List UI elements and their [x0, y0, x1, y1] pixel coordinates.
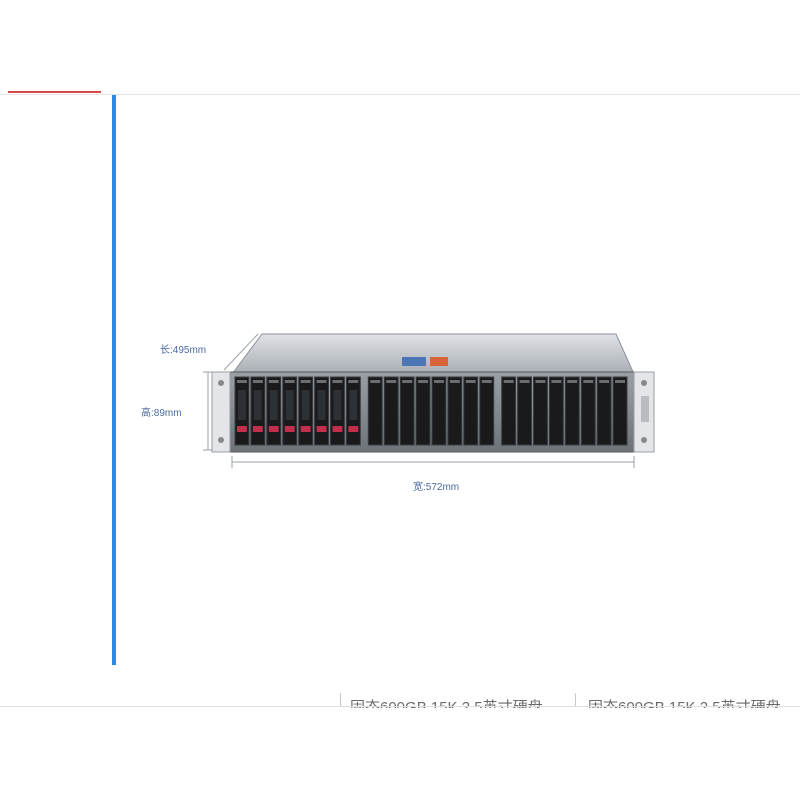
thumbnail-separator — [575, 693, 576, 707]
drive-bay-latch — [481, 380, 492, 383]
drive-bay-latch — [551, 380, 562, 383]
top-accent-line — [8, 91, 101, 93]
drive-bay-latch — [268, 380, 279, 383]
drive-bay — [447, 376, 463, 446]
drive-bay — [612, 376, 628, 446]
thumbnail-item-1[interactable]: 固态600GB 15K 2.5英寸硬盘 — [350, 699, 543, 708]
drive-bay — [399, 376, 415, 446]
drive-carrier — [285, 390, 294, 420]
drive-carrier — [269, 390, 278, 420]
drive-bay — [596, 376, 612, 446]
width-dimension-label: 宽:572mm — [413, 482, 460, 493]
drive-bay — [580, 376, 596, 446]
drive-bay-latch — [535, 380, 546, 383]
drive-bay — [564, 376, 580, 446]
drive-bay — [431, 376, 447, 446]
drive-bay — [415, 376, 431, 446]
drive-bay-latch — [503, 380, 514, 383]
drive-bay-latch — [386, 380, 397, 383]
drive-bay-latch — [599, 380, 610, 383]
drive-status-led — [332, 426, 343, 432]
length-dimension-label: 长:495mm — [160, 345, 207, 356]
drive-bay-latch — [567, 380, 578, 383]
drive-bay-latch — [615, 380, 625, 383]
drive-bay-latch — [418, 380, 428, 383]
drive-carrier — [349, 390, 358, 420]
drive-bay-latch — [402, 380, 413, 383]
drive-bay — [463, 376, 479, 446]
drive-bay-latch — [465, 380, 476, 383]
drive-status-led — [284, 426, 295, 432]
drive-bay-latch — [434, 380, 444, 383]
height-dimension-label: 高:89mm — [141, 408, 182, 419]
drive-status-led — [237, 426, 247, 432]
left-accent-bar — [112, 95, 116, 665]
drive-carrier — [253, 390, 262, 420]
drive-bay — [367, 376, 383, 446]
drive-bay-latch — [370, 380, 381, 383]
top-divider — [0, 94, 800, 95]
drive-status-led — [252, 426, 263, 432]
drive-bay-latch — [252, 380, 263, 383]
thumbnail-separator — [340, 693, 341, 707]
drive-carrier — [301, 390, 310, 420]
drive-status-led — [268, 426, 279, 432]
drive-bay — [517, 376, 532, 446]
drive-bay-latch — [316, 380, 327, 383]
drive-bay — [533, 376, 548, 446]
drive-bay — [501, 376, 517, 446]
drive-carrier — [317, 390, 326, 420]
drive-bay-latch — [519, 380, 530, 383]
drive-bay-latch — [237, 380, 247, 383]
drive-carrier — [238, 390, 246, 420]
thumbnail-item-2[interactable]: 固态600GB 15K 2.5英寸硬盘 — [588, 699, 781, 708]
drive-status-led — [300, 426, 311, 432]
drive-status-led — [348, 426, 359, 432]
drive-status-led — [316, 426, 327, 432]
drive-bay-latch — [583, 380, 594, 383]
drive-bay — [479, 376, 495, 446]
drive-bay — [383, 376, 399, 446]
bottom-divider — [0, 706, 800, 707]
drive-bay-latch — [348, 380, 359, 383]
drive-bay-latch — [449, 380, 460, 383]
drive-carrier — [333, 390, 342, 420]
drive-bay — [548, 376, 564, 446]
drive-bay-latch — [332, 380, 343, 383]
drive-bay-latch — [284, 380, 295, 383]
drive-bay-latch — [300, 380, 311, 383]
